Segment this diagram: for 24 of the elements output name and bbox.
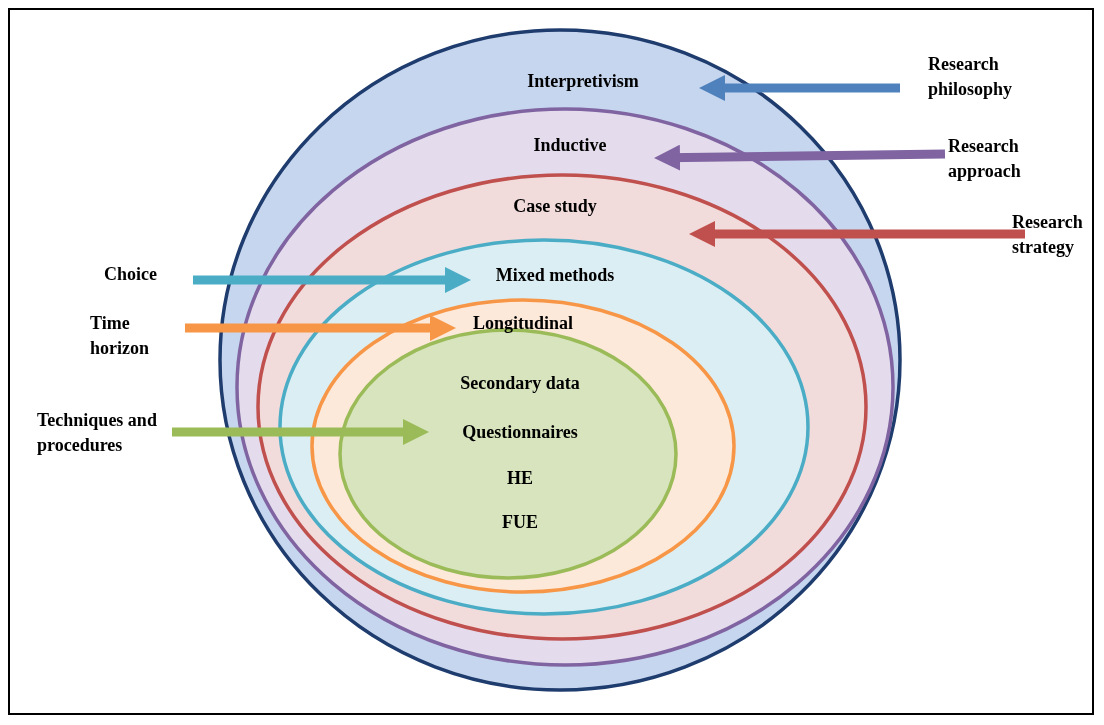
- arrow: [172, 419, 429, 445]
- layer-label: Secondary data: [460, 372, 580, 394]
- layer-title: Time horizon: [90, 311, 180, 361]
- layer-title: Research philosophy: [928, 52, 1048, 102]
- ring-ellipse: [217, 27, 903, 693]
- arrow: [689, 221, 1025, 247]
- layer-label: FUE: [502, 511, 538, 533]
- layer-title: Research strategy: [1012, 210, 1104, 260]
- layer-label: Inductive: [533, 134, 607, 156]
- layer-label: Questionnaires: [462, 421, 578, 443]
- ring-ellipse: [255, 172, 869, 642]
- layer-title: Techniques and procedures: [37, 408, 172, 458]
- layer-label: Mixed methods: [495, 264, 615, 286]
- layer-label: Case study: [513, 195, 597, 217]
- arrow: [699, 75, 900, 101]
- layer-title: Research approach: [948, 134, 1078, 184]
- layer-title: Choice: [104, 262, 184, 287]
- layer-label: Longitudinal: [473, 312, 573, 334]
- arrow: [654, 144, 946, 171]
- layer-label: Interpretivism: [527, 70, 639, 92]
- ring-ellipse: [277, 237, 811, 617]
- layer-label: HE: [507, 467, 533, 489]
- ring-ellipse: [234, 106, 896, 668]
- ring-ellipse: [309, 297, 737, 595]
